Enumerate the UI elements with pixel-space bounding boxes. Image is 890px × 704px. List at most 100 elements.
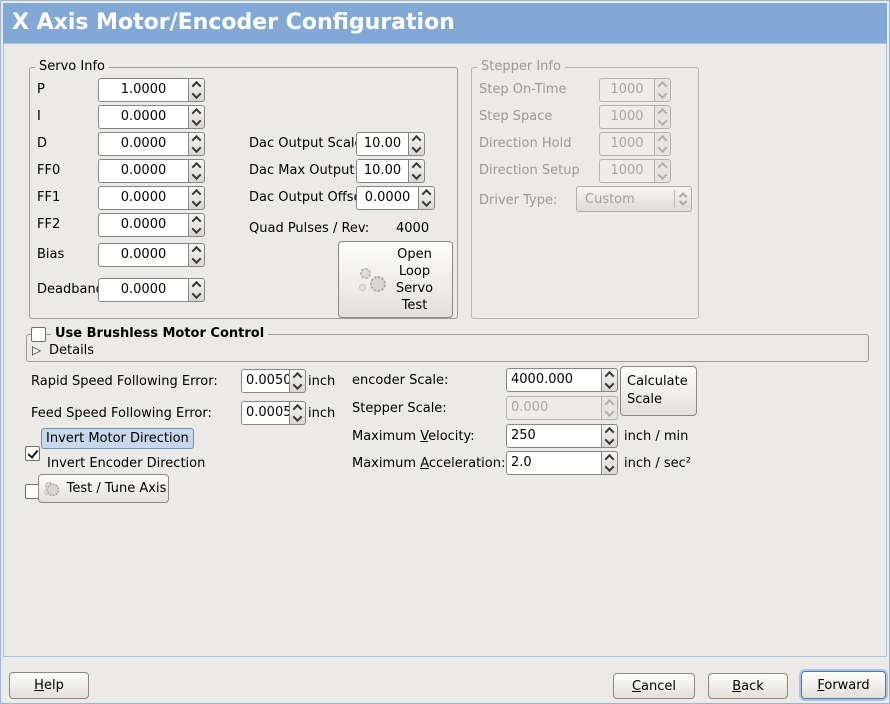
direction-setup-input: 1000 [599, 159, 654, 183]
spin-down-button[interactable] [189, 116, 204, 128]
invert-motor-checkbox-label[interactable]: Invert Motor Direction [41, 428, 194, 449]
d-spinner[interactable] [188, 132, 205, 156]
deadband-spinner[interactable] [188, 278, 205, 302]
brushless-motor-checkbox[interactable] [31, 327, 46, 342]
p-label: P [37, 82, 45, 97]
ff2-input[interactable]: 0.0000 [98, 213, 188, 237]
feed-following-error-input[interactable]: 0.0005 [241, 401, 289, 425]
spin-down-button[interactable] [189, 254, 204, 266]
dac-output-scale-label: Dac Output Scale: [249, 136, 367, 151]
spin-down-button [602, 407, 617, 419]
page-title: X Axis Motor/Encoder Configuration [3, 3, 887, 43]
encoder-scale-input[interactable]: 4000.000 [506, 368, 601, 392]
ff1-spinner[interactable] [188, 186, 205, 210]
p-input[interactable]: 1.0000 [98, 78, 188, 102]
rapid-following-error-label: Rapid Speed Following Error: [31, 374, 218, 389]
spin-down-button[interactable] [189, 224, 204, 236]
driver-type-label: Driver Type: [479, 193, 558, 208]
dac-max-output-spinner[interactable] [408, 159, 425, 183]
p-spinner[interactable] [188, 78, 205, 102]
test-tune-axis-button[interactable]: Test / Tune Axis [38, 474, 169, 503]
spin-down-button[interactable] [189, 143, 204, 155]
i-label: I [37, 109, 41, 124]
spin-down-button[interactable] [290, 412, 305, 424]
brushless-motor-checkbox-label[interactable]: Use Brushless Motor Control [51, 326, 269, 341]
feed-following-error-spinner[interactable] [289, 401, 306, 425]
direction-setup-label: Direction Setup [479, 163, 580, 178]
encoder-scale-label: encoder Scale: [352, 373, 449, 388]
step-on-time-input: 1000 [599, 78, 654, 102]
help-button[interactable]: Help [9, 672, 89, 699]
deadband-label: Deadband [37, 282, 104, 297]
stepper-scale-input: 0.000 [506, 396, 601, 420]
details-expander[interactable]: Details [49, 343, 95, 358]
spin-down-button[interactable] [409, 170, 424, 182]
spin-down-button[interactable] [602, 435, 617, 447]
step-on-time-label: Step On-Time [479, 82, 567, 97]
direction-hold-spinner [654, 132, 671, 156]
quad-pulses-label: Quad Pulses / Rev: [249, 221, 370, 236]
stepper-info-group-title: Stepper Info [477, 59, 565, 74]
d-input[interactable]: 0.0000 [98, 132, 188, 156]
rapid-following-error-input[interactable]: 0.0050 [241, 369, 289, 393]
max-acceleration-spinner[interactable] [601, 451, 618, 475]
combo-updown-icon [675, 192, 691, 206]
ff0-spinner[interactable] [188, 159, 205, 183]
ff1-input[interactable]: 0.0000 [98, 186, 188, 210]
invert-motor-checkbox[interactable] [25, 446, 40, 461]
direction-setup-spinner [654, 159, 671, 183]
dac-output-scale-input[interactable]: 10.00 [356, 132, 408, 156]
max-acceleration-input[interactable]: 2.0 [506, 451, 601, 475]
max-velocity-input[interactable]: 250 [506, 424, 601, 448]
spin-down-button [655, 89, 670, 101]
driver-type-select: Custom [576, 186, 692, 212]
stepper-info-group [471, 67, 699, 319]
step-space-input: 1000 [599, 105, 654, 129]
gears-icon [358, 266, 388, 294]
spin-down-button [655, 143, 670, 155]
spin-down-button[interactable] [189, 197, 204, 209]
direction-hold-label: Direction Hold [479, 136, 572, 151]
rapid-following-error-spinner[interactable] [289, 369, 306, 393]
spin-down-button[interactable] [189, 89, 204, 101]
dac-output-scale-spinner[interactable] [408, 132, 425, 156]
back-button[interactable]: Back [708, 673, 788, 699]
rapid-following-error-unit: inch [308, 374, 336, 389]
spin-down-button[interactable] [409, 143, 424, 155]
max-acceleration-label: Maximum Acceleration: [352, 456, 506, 471]
spin-down-button[interactable] [602, 379, 617, 391]
content-frame [3, 43, 887, 657]
i-input[interactable]: 0.0000 [98, 105, 188, 129]
calculate-scale-button[interactable]: Calculate Scale [620, 366, 697, 416]
test-tune-axis-label: Test / Tune Axis [66, 481, 167, 496]
expander-triangle-icon[interactable]: ▷ [32, 343, 42, 357]
dac-max-output-label: Dac Max Output: [249, 163, 359, 178]
encoder-scale-spinner[interactable] [601, 368, 618, 392]
open-loop-servo-test-label: Open Loop Servo Test [395, 246, 434, 313]
bias-spinner[interactable] [188, 243, 205, 267]
invert-encoder-checkbox-label[interactable]: Invert Encoder Direction [47, 456, 206, 471]
spin-down-button[interactable] [419, 197, 434, 209]
spin-down-button[interactable] [189, 170, 204, 182]
dac-max-output-input[interactable]: 10.00 [356, 159, 408, 183]
spin-down-button[interactable] [290, 380, 305, 392]
forward-button[interactable]: Forward [801, 671, 886, 699]
cancel-button[interactable]: Cancel [613, 673, 695, 699]
spin-down-button[interactable] [189, 289, 204, 301]
deadband-input[interactable]: 0.0000 [98, 278, 188, 302]
spin-down-button[interactable] [602, 462, 617, 474]
open-loop-servo-test-button[interactable]: Open Loop Servo Test [338, 241, 453, 318]
ff0-input[interactable]: 0.0000 [98, 159, 188, 183]
combo-separator [674, 190, 675, 208]
ff2-spinner[interactable] [188, 213, 205, 237]
spin-down-button [655, 170, 670, 182]
quad-pulses-value: 4000 [396, 221, 430, 236]
spin-down-button [655, 116, 670, 128]
dac-output-offset-spinner[interactable] [418, 186, 435, 210]
dac-output-offset-input[interactable]: 0.0000 [356, 186, 418, 210]
i-spinner[interactable] [188, 105, 205, 129]
max-velocity-unit: inch / min [624, 429, 689, 444]
stepper-scale-label: Stepper Scale: [352, 401, 447, 416]
max-velocity-spinner[interactable] [601, 424, 618, 448]
bias-input[interactable]: 0.0000 [98, 243, 188, 267]
